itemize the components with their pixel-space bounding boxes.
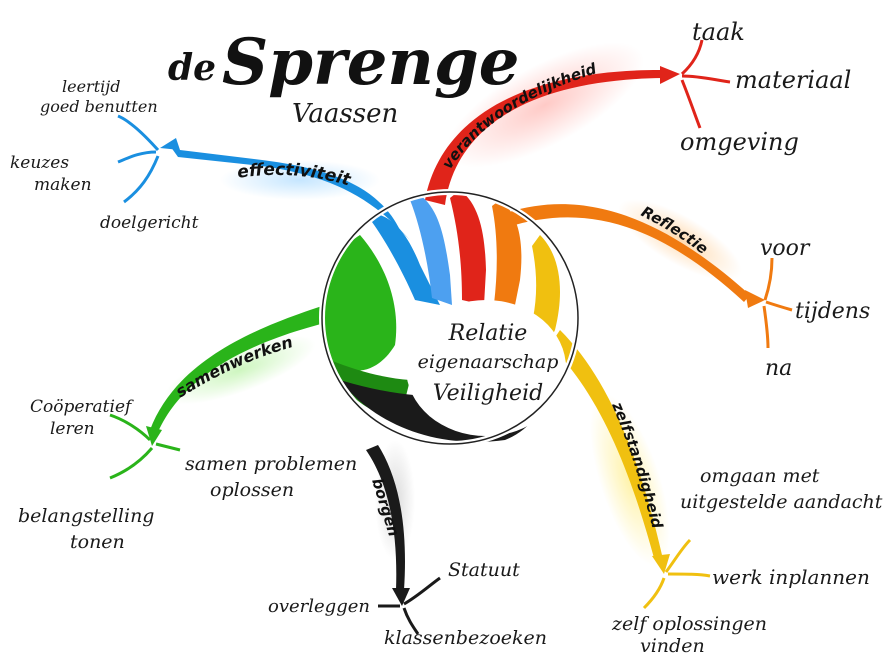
central-hand [319, 189, 581, 447]
leaf-statuut: Statuut [448, 559, 520, 581]
branch-samenwerken: samenwerken [109, 300, 345, 480]
leaf-keuzes: keuzes [10, 153, 69, 173]
leaf-zelf-oplossingen: zelf oplossingen [611, 613, 767, 635]
leaf-overleggen: overleggen [268, 596, 370, 617]
branch-zelfstandigheid: zelfstandigheid [550, 330, 711, 610]
leaf-na: na [765, 356, 792, 381]
leaf-uitgestelde-aandacht: uitgestelde aandacht [680, 491, 883, 513]
leaf-samen-problemen: samen problemen [185, 453, 357, 475]
leaf-voor: voor [760, 236, 811, 261]
leaf-taak: taak [692, 18, 745, 46]
leaf-doelgericht: doelgericht [100, 213, 199, 233]
leaf-omgaan-met: omgaan met [700, 465, 820, 487]
leaf-tijdens: tijdens [795, 299, 870, 324]
leaf-werk-inplannen: werk inplannen [712, 565, 870, 589]
center-line-2: eigenaarschap [418, 351, 559, 373]
title-sub: Vaassen [292, 99, 398, 129]
center-text: Relatie eigenaarschap Veiligheid [418, 321, 559, 406]
branch-effectiviteit: effectiviteit [117, 114, 410, 240]
leaf-vinden: vinden [640, 635, 705, 655]
title-main: Sprenge [222, 25, 519, 100]
title-prefix: de [168, 47, 216, 89]
leaf-klassenbezoeken: klassenbezoeken [384, 627, 547, 649]
leaf-leertijd: leertijd [62, 77, 120, 96]
center-line-1: Relatie [448, 321, 528, 346]
center-line-3: Veiligheid [433, 381, 543, 406]
leaf-oplossen: oplossen [210, 479, 294, 501]
leaf-maken: maken [34, 175, 92, 195]
leaf-materiaal: materiaal [735, 66, 851, 94]
leaf-omgeving: omgeving [680, 128, 799, 156]
branch-borgen: borgen [366, 440, 441, 635]
leaf-tonen: tonen [70, 531, 125, 553]
leaf-goed-benutten: goed benutten [40, 97, 158, 116]
leaf-belangstelling: belangstelling [18, 505, 154, 527]
title-block: de Sprenge Vaassen [168, 25, 519, 129]
leaf-cooperatief: Coöperatief [30, 397, 134, 417]
leaf-leren: leren [50, 419, 95, 439]
